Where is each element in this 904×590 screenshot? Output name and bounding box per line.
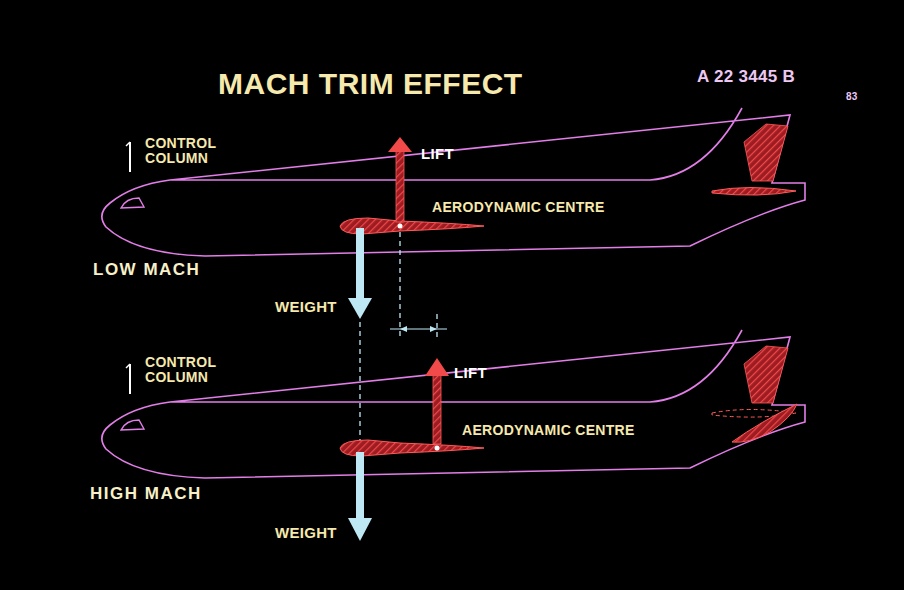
weight-label: WEIGHT: [275, 525, 337, 541]
lift-arrow: [433, 374, 441, 444]
tail-fin: [744, 124, 788, 181]
lift-label: LIFT: [454, 365, 487, 381]
control-column-tick: [126, 364, 130, 368]
tailplane: [712, 188, 796, 196]
weight-line: [359, 322, 360, 446]
condition-label: LOW MACH: [93, 261, 200, 279]
dimension-arrowhead: [430, 326, 437, 332]
lift-arrowhead: [388, 137, 412, 152]
control-column-label: CONTROL COLUMN: [145, 355, 245, 384]
aerodynamic-centre-dot: [435, 446, 440, 451]
cockpit-window: [121, 420, 144, 430]
drawing-number: A 22 3445 B: [697, 68, 795, 86]
fuselage-outline: [102, 330, 805, 478]
lift-label: LIFT: [421, 146, 454, 162]
aerodynamic-centre-label: AERODYNAMIC CENTRE: [462, 423, 635, 438]
ac-line-low: [399, 232, 400, 336]
aerodynamic-centre-dot: [398, 224, 403, 229]
low-mach-aircraft: [102, 108, 805, 319]
weight-label: WEIGHT: [275, 299, 337, 315]
dimension-arrowhead: [400, 326, 407, 332]
ac-line-high: [436, 314, 437, 340]
weight-arrowhead: [348, 298, 372, 319]
control-column-tick: [126, 142, 130, 146]
dimension-line: [390, 328, 447, 329]
lift-arrow: [396, 150, 404, 222]
weight-arrow: [356, 452, 364, 520]
lift-arrowhead: [425, 358, 449, 376]
aerodynamic-centre-label: AERODYNAMIC CENTRE: [432, 200, 605, 215]
weight-arrowhead: [348, 518, 372, 541]
weight-arrow: [356, 228, 364, 300]
projection-lines: [360, 232, 437, 446]
control-column: [129, 364, 131, 394]
high-mach-aircraft: [102, 330, 805, 478]
ac-shift-dimension: [390, 326, 447, 332]
control-column-label: CONTROL COLUMN: [145, 136, 245, 165]
tailplane-trimmed: [732, 404, 797, 442]
control-column: [129, 142, 131, 172]
diagram-title: MACH TRIM EFFECT: [218, 68, 523, 100]
fuselage-outline: [102, 108, 805, 256]
condition-label: HIGH MACH: [90, 485, 202, 503]
revision-number: 83: [846, 92, 858, 103]
tail-fin: [744, 346, 788, 403]
cockpit-window: [121, 198, 144, 208]
